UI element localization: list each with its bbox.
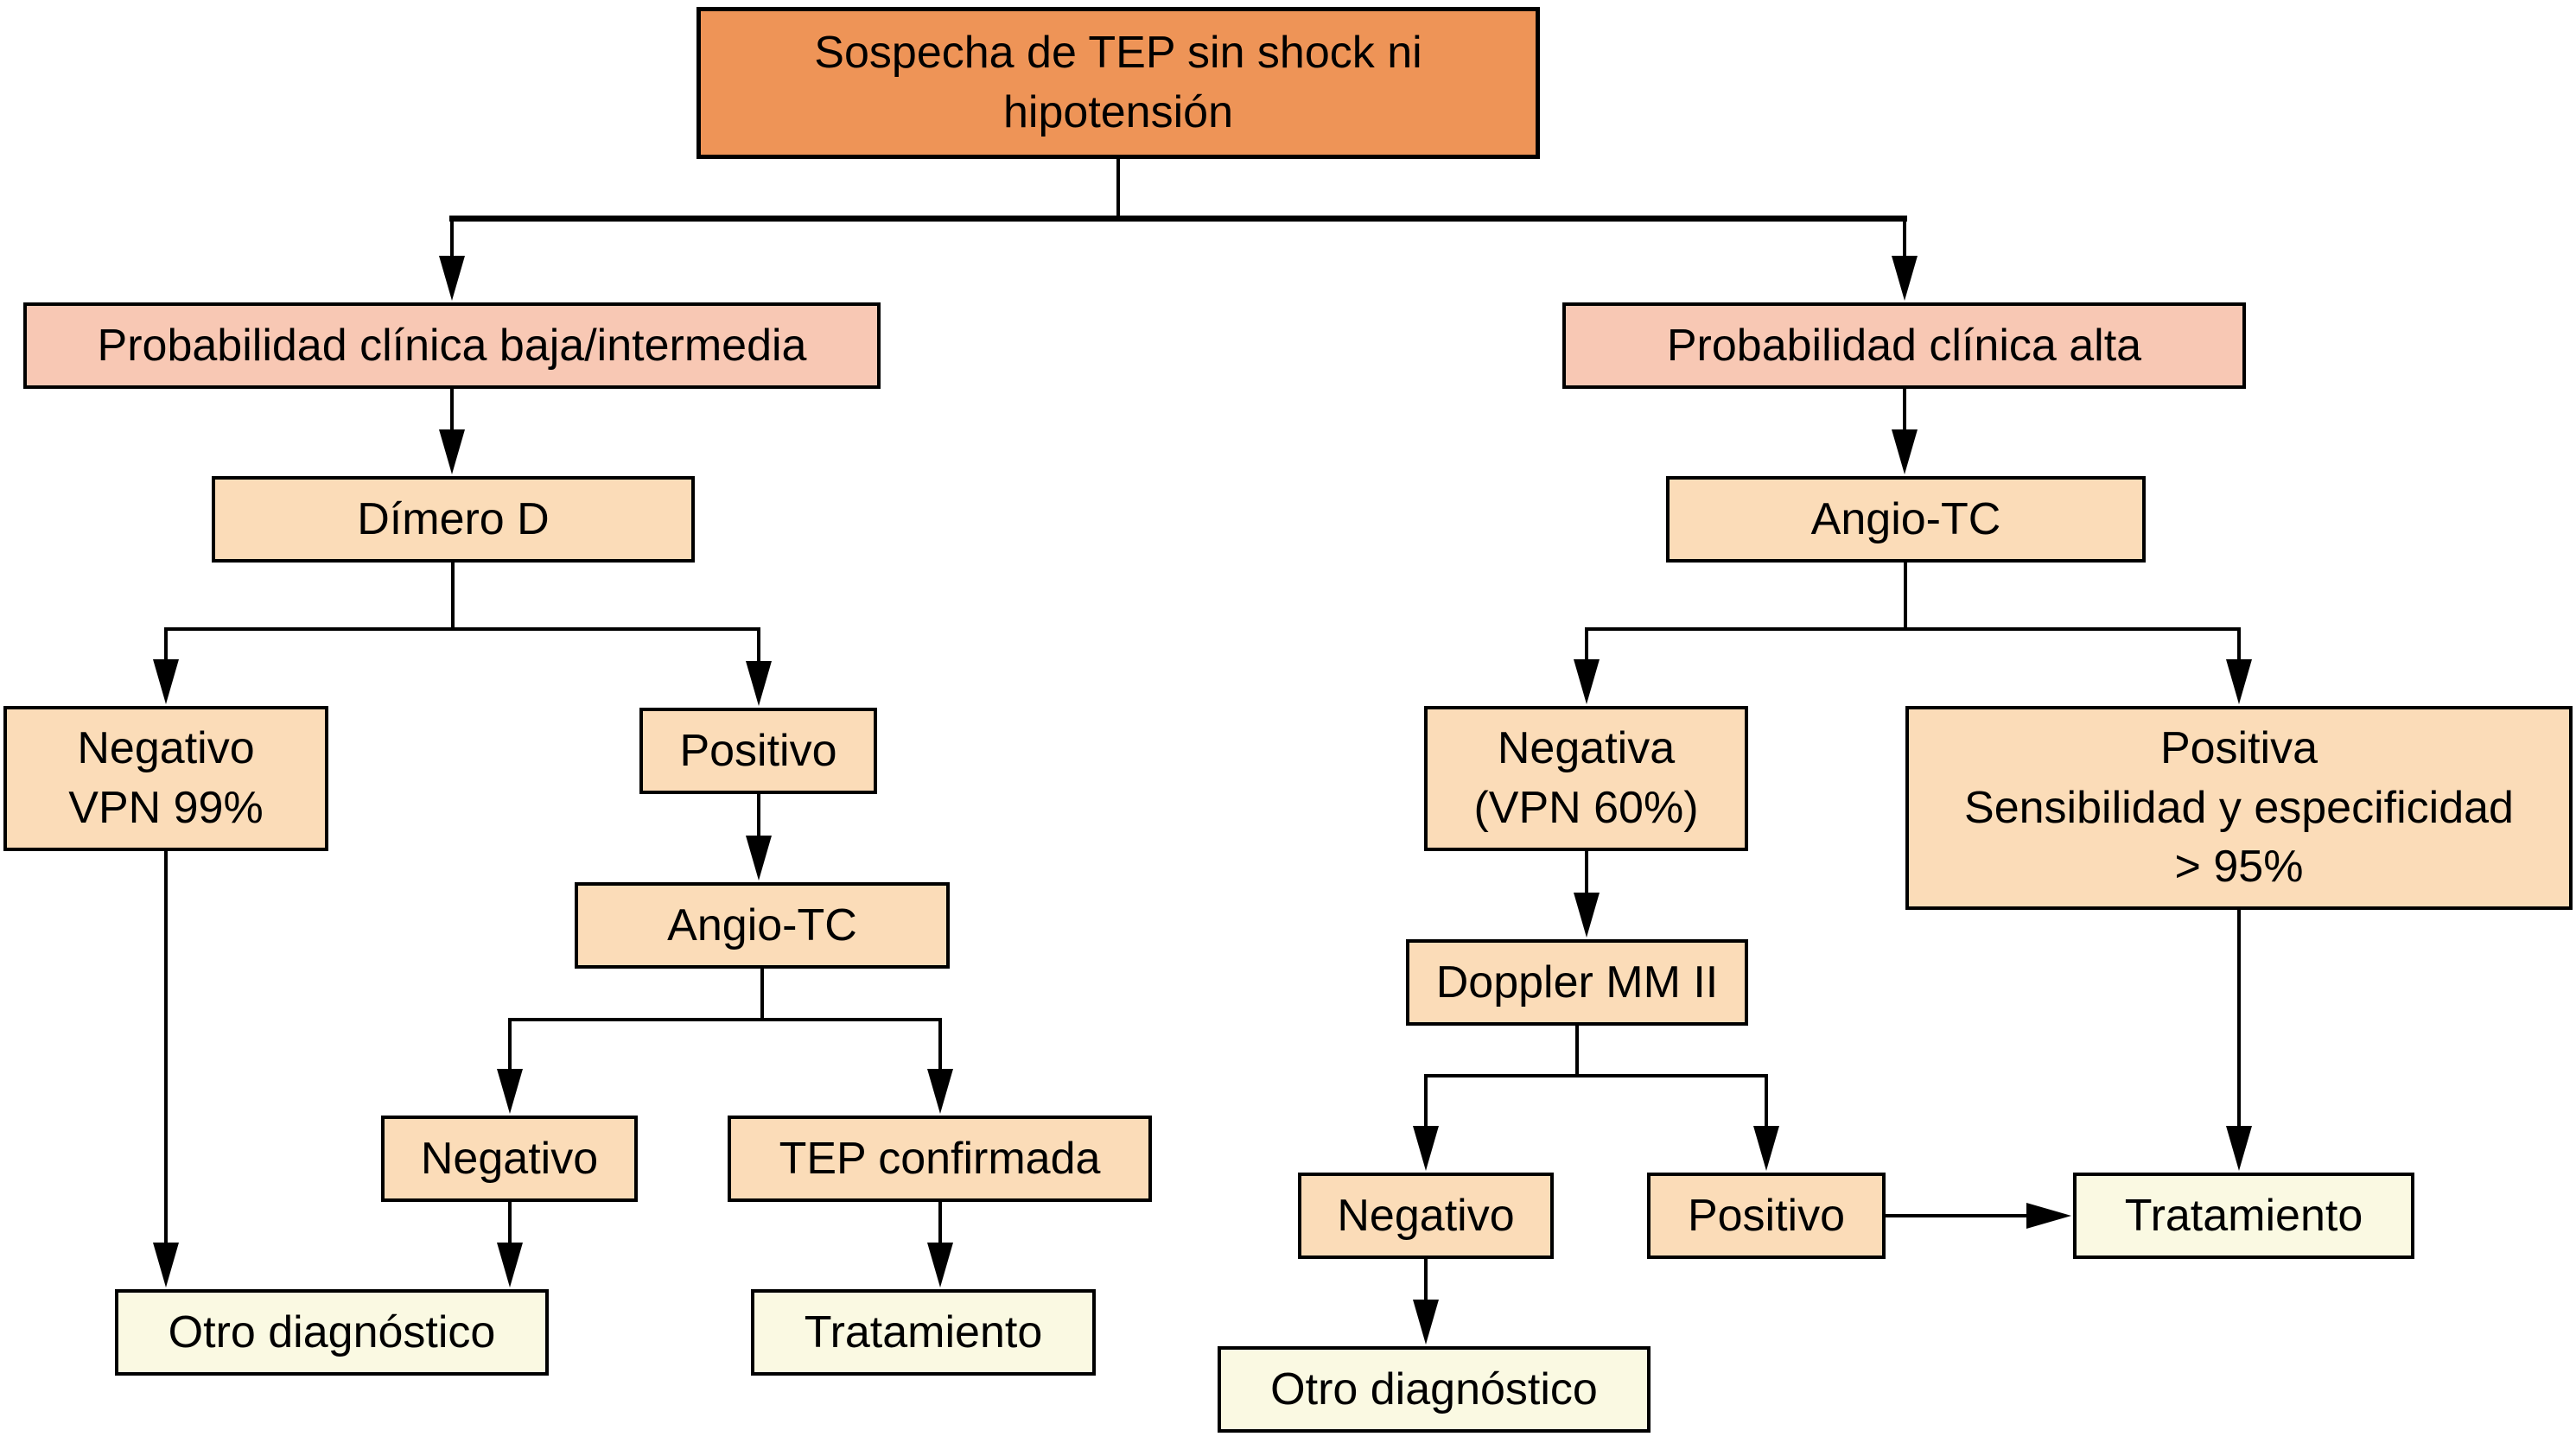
node-angio-tc-baja: Angio-TC: [575, 882, 950, 969]
node-dimero-positivo: Positivo: [639, 708, 877, 794]
node-tep-confirmada: TEP confirmada: [728, 1116, 1152, 1202]
edge-problow-dimero: [439, 387, 465, 474]
edge-angiolow-split: [497, 967, 953, 1114]
node-probabilidad-alta: Probabilidad clínica alta: [1562, 302, 2246, 389]
node-tratamiento-izq: Tratamiento: [751, 1289, 1096, 1376]
edge-dimero-split: [153, 561, 772, 706]
edge-positiva-tratamiento: [2226, 908, 2252, 1171]
edge-dopplerpos-tratamiento: [1886, 1203, 2071, 1229]
node-dimero-d: Dímero D: [212, 476, 695, 563]
edge-probhigh-angio: [1892, 387, 1918, 474]
edge-negvpn99-otro: [153, 849, 179, 1287]
node-angio-negativa-vpn60: Negativa (VPN 60%): [1424, 706, 1748, 851]
node-otro-diagnostico-der: Otro diagnóstico: [1218, 1346, 1651, 1433]
node-otro-diagnostico-izq: Otro diagnóstico: [115, 1289, 549, 1376]
node-angio-negativo: Negativo: [381, 1116, 638, 1202]
node-doppler-positivo: Positivo: [1647, 1173, 1886, 1259]
edge-angioneg-otro: [497, 1200, 523, 1287]
edge-doppler-split: [1413, 1024, 1779, 1171]
node-sospecha-tep: Sospecha de TEP sin shock ni hipotensión: [696, 7, 1540, 159]
node-tratamiento-der: Tratamiento: [2073, 1173, 2414, 1259]
node-dimero-negativo-vpn99: Negativo VPN 99%: [3, 706, 328, 851]
edge-positivo-angiolow: [746, 792, 772, 880]
node-angio-tc-alta: Angio-TC: [1666, 476, 2146, 563]
edge-dopplerneg-otro: [1413, 1257, 1439, 1344]
edge-angiohigh-split: [1574, 561, 2252, 704]
edge-negvpn60-doppler: [1574, 849, 1600, 938]
edge-tepconf-tratamiento: [927, 1200, 953, 1287]
node-doppler-mmii: Doppler MM II: [1406, 939, 1748, 1026]
node-probabilidad-baja-intermedia: Probabilidad clínica baja/intermedia: [23, 302, 881, 389]
node-angio-positiva-sensibilidad: Positiva Sensibilidad y especificidad > …: [1905, 706, 2573, 910]
node-doppler-negativo: Negativo: [1298, 1173, 1554, 1259]
edge-root-split: [439, 157, 1918, 301]
